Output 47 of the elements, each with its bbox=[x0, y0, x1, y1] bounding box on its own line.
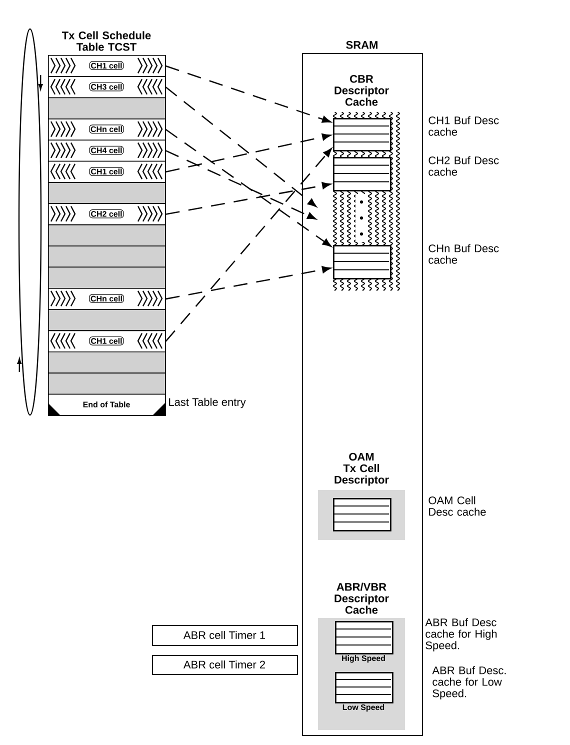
table-row bbox=[48, 246, 166, 268]
table-row: CHn cell bbox=[48, 288, 166, 310]
node-label: CBR Descriptor Cache bbox=[334, 75, 389, 106]
arrow bbox=[166, 150, 316, 220]
buffer-box bbox=[333, 498, 392, 532]
side-label: CHn Buf Desc cache bbox=[428, 244, 499, 264]
node-label: Low Speed bbox=[342, 704, 384, 712]
table-row: CH4 cell bbox=[48, 140, 166, 162]
table-row: CH1 cell bbox=[48, 55, 166, 77]
node-label: SRAM bbox=[346, 41, 378, 49]
table-row: CH1 cell bbox=[48, 330, 166, 352]
side-label: OAM Cell Desc cache bbox=[428, 496, 486, 516]
side-label: CH1 Buf Desc cache bbox=[428, 116, 499, 136]
arrow bbox=[166, 182, 331, 215]
arrow bbox=[166, 65, 332, 123]
buffer-box: High Speed bbox=[335, 621, 394, 663]
buffer-box bbox=[333, 157, 392, 192]
table-row bbox=[48, 351, 166, 374]
side-label: CH2 Buf Desc cache bbox=[428, 156, 499, 176]
side-label: Last Table entry bbox=[169, 398, 246, 408]
table-row: CH1 cell bbox=[48, 160, 166, 183]
table-row bbox=[48, 97, 166, 120]
side-label: ABR Buf Desc. cache for Low Speed. bbox=[432, 666, 506, 700]
node-label: High Speed bbox=[342, 655, 385, 663]
arrow bbox=[165, 148, 332, 342]
node-label: ABR/VBR Descriptor Cache bbox=[334, 582, 389, 614]
buffer-box bbox=[333, 118, 392, 152]
table-row bbox=[48, 266, 166, 289]
table-row: CH2 cell bbox=[48, 203, 166, 226]
table-row: CHn cell bbox=[48, 118, 166, 141]
buffer-box: Low Speed bbox=[335, 672, 394, 712]
node-label: OAM Tx Cell Descriptor bbox=[334, 452, 389, 486]
timer-box: ABR cell Timer 2 bbox=[152, 655, 298, 675]
arrow bbox=[166, 266, 331, 300]
table-row: End of Table bbox=[48, 394, 166, 416]
timer-box: ABR cell Timer 1 bbox=[152, 625, 298, 646]
side-label: ABR Buf Desc cache for High Speed. bbox=[425, 618, 497, 652]
arrow bbox=[165, 86, 316, 207]
arrow bbox=[165, 128, 332, 247]
table-row bbox=[48, 224, 166, 246]
table-row bbox=[48, 309, 166, 332]
table-row bbox=[48, 182, 166, 204]
table-row bbox=[48, 372, 166, 395]
table-row: CH3 cell bbox=[48, 76, 166, 98]
buffer-box bbox=[333, 245, 392, 280]
arrow bbox=[166, 133, 331, 172]
node-label: Tx Cell Schedule Table TCST bbox=[62, 31, 151, 51]
